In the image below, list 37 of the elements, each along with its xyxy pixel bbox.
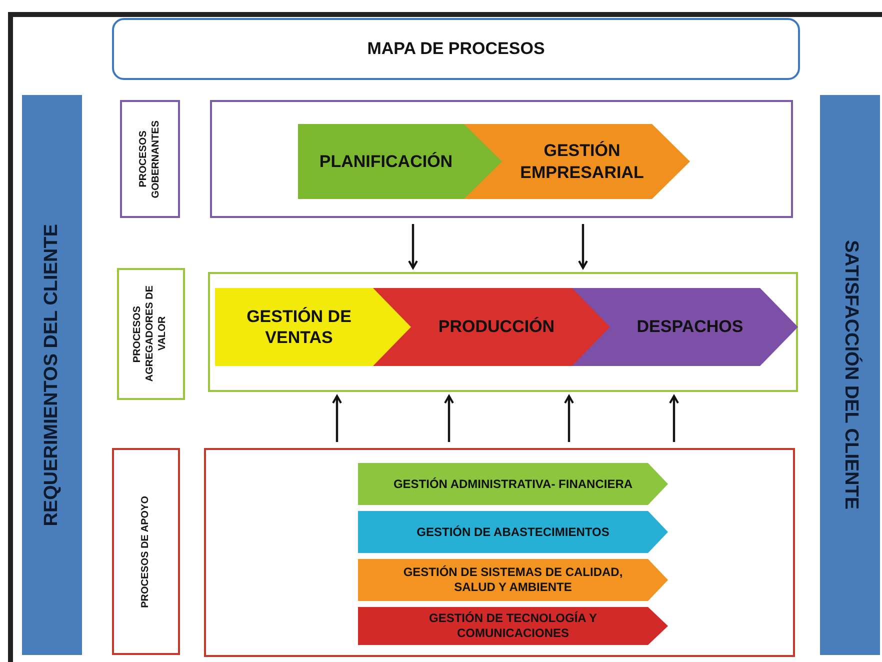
node-label: DESPACHOS <box>636 316 744 338</box>
process-arrow-bar <box>358 463 668 505</box>
node-label: GESTIÓN DE SISTEMAS DE CALIDAD, SALUD Y AMBIENTE <box>402 565 624 595</box>
side-band <box>22 95 82 655</box>
category-label-box <box>117 268 185 400</box>
node-label: PROCESOS AGREGADORES DE VALOR <box>132 284 170 384</box>
node-label: GESTIÓN EMPRESARIAL <box>519 140 645 183</box>
title-box <box>112 18 800 80</box>
process-step-block <box>610 288 798 366</box>
group-box <box>210 100 793 218</box>
arrow <box>669 395 679 442</box>
process-arrow-bar <box>358 511 668 553</box>
node-label: PROCESOS DE APOYO <box>140 496 152 608</box>
node-label: PROCESOS GOBERNANTES <box>138 119 162 200</box>
category-label-box <box>120 100 180 218</box>
category-label-box <box>112 448 180 655</box>
node-label: GESTIÓN DE VENTAS <box>246 306 352 348</box>
node-label: SATISFACCIÓN DEL CLIENTE <box>839 240 863 510</box>
group-box <box>204 448 795 657</box>
arrow <box>408 224 418 269</box>
node-label: PRODUCCIÓN <box>437 316 556 338</box>
group-box <box>208 272 798 392</box>
arrow <box>564 395 574 442</box>
node-label: REQUERIMIENTOS DEL CLIENTE <box>40 224 63 526</box>
node-label: GESTIÓN DE TECNOLOGÍA Y COMUNICACIONES <box>428 611 598 641</box>
process-step-block <box>298 124 502 199</box>
arrow <box>578 224 588 269</box>
arrow <box>444 395 454 442</box>
process-arrow-bar <box>358 607 668 645</box>
process-arrow-bar <box>358 559 668 601</box>
node-label: GESTIÓN ADMINISTRATIVA- FINANCIERA <box>392 476 634 492</box>
process-step-block <box>215 288 411 366</box>
side-band <box>820 95 880 655</box>
node-label: PLANIFICACIÓN <box>318 150 454 172</box>
node-label: GESTIÓN DE ABASTECIMIENTOS <box>416 524 610 540</box>
node-label: MAPA DE PROCESOS <box>367 38 545 60</box>
arrow <box>332 395 342 442</box>
